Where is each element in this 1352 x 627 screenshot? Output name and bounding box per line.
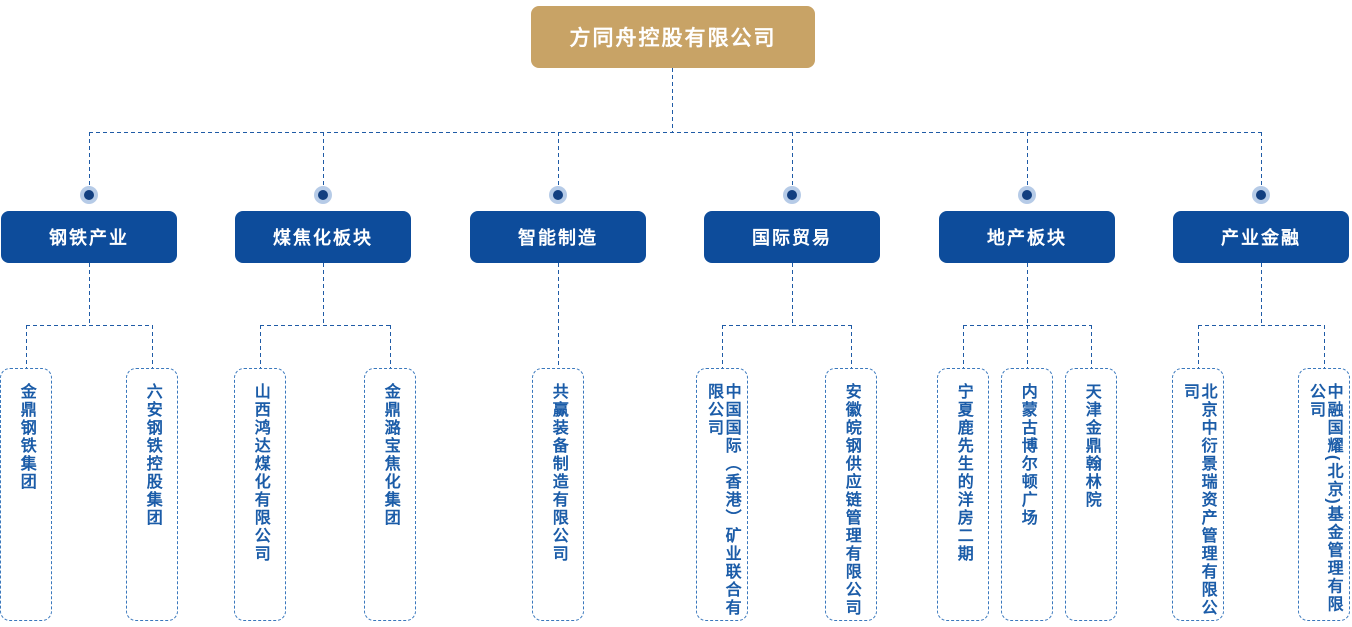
leaf-node: 内蒙古博尔顿广场 [1001,368,1053,621]
branch-node-trade: 国际贸易 [704,211,880,263]
connector-dot-icon [1018,186,1036,204]
connector-group-stem [792,263,793,325]
leaf-label: 金鼎钢铁集团 [17,383,35,491]
connector-child-drop [1091,325,1092,368]
connector-group-stem [558,263,559,368]
connector-child-drop [260,325,261,368]
connector-group-stem [1027,263,1028,325]
connector-group-rail [1198,325,1324,326]
leaf-label: 中融国耀(北京)基金管理有限公司 [1307,383,1342,614]
connector-dot-icon [549,186,567,204]
leaf-node: 共赢装备制造有限公司 [532,368,584,621]
branch-label: 国际贸易 [752,228,832,248]
connector-dot-icon [314,186,332,204]
leaf-label: 内蒙古博尔顿广场 [1018,383,1036,527]
connector-child-drop [26,325,27,368]
connector-group-rail [260,325,390,326]
branch-label: 煤焦化板块 [273,228,373,248]
leaf-label: 天津金鼎翰林院 [1082,383,1100,509]
connector-child-drop [1027,325,1028,368]
leaf-node: 天津金鼎翰林院 [1065,368,1117,621]
branch-node-finance: 产业金融 [1173,211,1349,263]
connector-child-drop [963,325,964,368]
branch-node-manufacturing: 智能制造 [470,211,646,263]
connector-branch-drop [323,132,324,186]
branch-node-coking: 煤焦化板块 [235,211,411,263]
branch-label: 产业金融 [1221,228,1301,248]
connector-child-drop [851,325,852,368]
connector-group-rail [722,325,851,326]
leaf-label: 山西鸿达煤化有限公司 [251,383,269,563]
connector-branch-drop [1027,132,1028,186]
leaf-node: 中国国际（香港）矿业联合有限公司 [696,368,748,621]
leaf-node: 中融国耀(北京)基金管理有限公司 [1298,368,1350,621]
connector-branch-drop [89,132,90,186]
connector-group-stem [1261,263,1262,325]
leaf-label: 金鼎潞宝焦化集团 [381,383,399,527]
branch-node-steel: 钢铁产业 [1,211,177,263]
leaf-node: 山西鸿达煤化有限公司 [234,368,286,621]
connector-child-drop [722,325,723,368]
connector-root-stem [672,68,673,132]
connector-dot-icon [80,186,98,204]
leaf-node: 北京中衍景瑞资产管理有限公司 [1172,368,1224,621]
root-label: 方同舟控股有限公司 [569,27,777,50]
connector-group-stem [323,263,324,325]
leaf-label: 安徽皖钢供应链管理有限公司 [842,383,860,617]
connector-dot-icon [783,186,801,204]
leaf-node: 金鼎钢铁集团 [0,368,52,621]
leaf-node: 宁夏鹿先生的洋房二期 [937,368,989,621]
leaf-node: 安徽皖钢供应链管理有限公司 [825,368,877,621]
connector-child-drop [390,325,391,368]
leaf-label: 北京中衍景瑞资产管理有限公司 [1181,383,1216,617]
connector-group-stem [89,263,90,325]
connector-child-drop [1198,325,1199,368]
root-node: 方同舟控股有限公司 [531,6,815,68]
connector-group-rail [26,325,152,326]
connector-dot-icon [1252,186,1270,204]
leaf-node: 金鼎潞宝焦化集团 [364,368,416,621]
leaf-node: 六安钢铁控股集团 [126,368,178,621]
branch-label: 钢铁产业 [49,228,129,248]
branch-label: 智能制造 [518,228,598,248]
connector-child-drop [1324,325,1325,368]
leaf-label: 共赢装备制造有限公司 [549,383,567,563]
connector-branch-drop [792,132,793,186]
connector-child-drop [152,325,153,368]
leaf-label: 六安钢铁控股集团 [143,383,161,527]
leaf-label: 宁夏鹿先生的洋房二期 [954,383,972,563]
leaf-label: 中国国际（香港）矿业联合有限公司 [705,383,740,617]
connector-branch-drop [558,132,559,186]
connector-level1-rail [89,132,1261,133]
branch-node-realestate: 地产板块 [939,211,1115,263]
branch-label: 地产板块 [987,228,1067,248]
connector-branch-drop [1261,132,1262,186]
